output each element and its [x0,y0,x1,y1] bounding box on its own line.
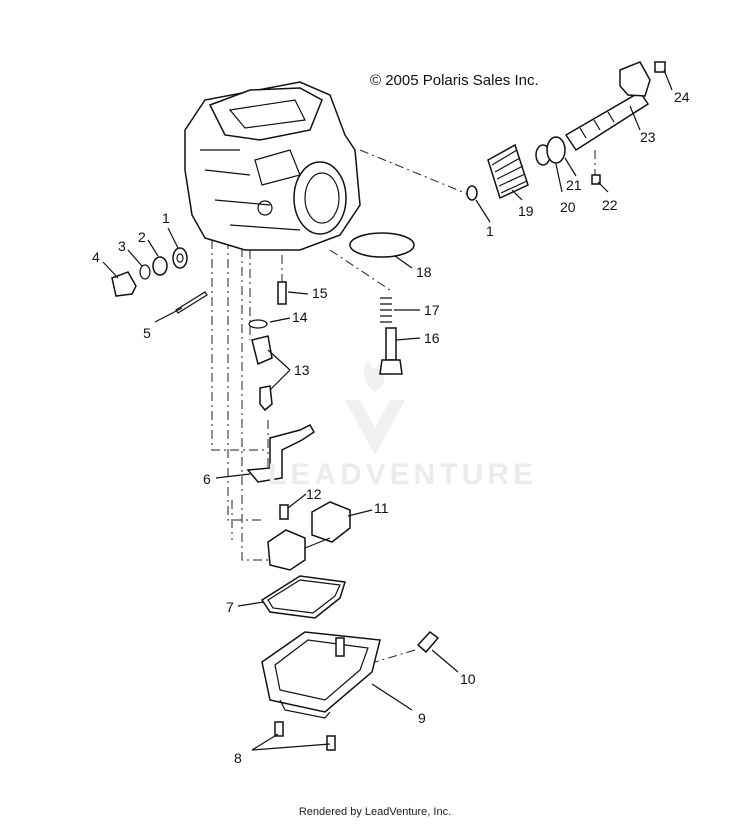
callout-8: 8 [234,750,242,766]
callout-1: 1 [486,223,494,239]
callout-10: 10 [460,671,476,687]
callout-22: 22 [602,197,618,213]
assembly-lines [211,149,596,666]
leader-lines [102,69,673,751]
float-bowl [261,631,381,719]
drain-screw [416,630,440,654]
callout-9: 9 [418,710,426,726]
callout-2: 2 [138,229,146,245]
callout-20: 20 [560,199,576,215]
bowl-screw [326,735,336,751]
float-assembly [267,501,351,571]
callout-7: 7 [226,599,234,615]
callout-17: 17 [424,302,440,318]
render-credit: Rendered by LeadVenture, Inc. [298,806,452,818]
callout-24: 24 [674,89,690,105]
diaphragm [349,232,415,258]
left-small-parts [111,247,208,314]
callout-18: 18 [416,264,432,280]
callout-23: 23 [640,129,656,145]
callout-11: 11 [374,500,389,516]
jets-needle [248,281,287,412]
callout-19: 19 [518,203,534,219]
watermark-text: LEADVENTURE [268,458,538,491]
watermark-logo [345,360,405,455]
callout-13: 13 [294,362,310,378]
throttle-shaft-assembly [466,61,666,201]
carburetor-body [184,81,361,251]
screw-spring-16-17 [379,297,403,375]
callout-3: 3 [118,238,126,254]
bowl-screw [274,721,284,737]
callout-14: 14 [292,309,308,325]
copyright-notice: © 2005 Polaris Sales Inc. [370,72,539,89]
callout-16: 16 [424,330,440,346]
bowl-gasket [260,575,346,619]
callout-21: 21 [566,177,582,193]
callout-5: 5 [143,325,151,341]
callout-numbers: 1 1 2 3 4 5 6 7 8 9 10 11 12 13 14 15 16… [92,89,690,766]
callout-4: 4 [92,249,100,265]
callout-6: 6 [203,471,211,487]
callout-12: 12 [306,486,322,502]
callout-15: 15 [312,285,328,301]
bracket [246,424,315,483]
callout-1: 1 [162,210,170,226]
